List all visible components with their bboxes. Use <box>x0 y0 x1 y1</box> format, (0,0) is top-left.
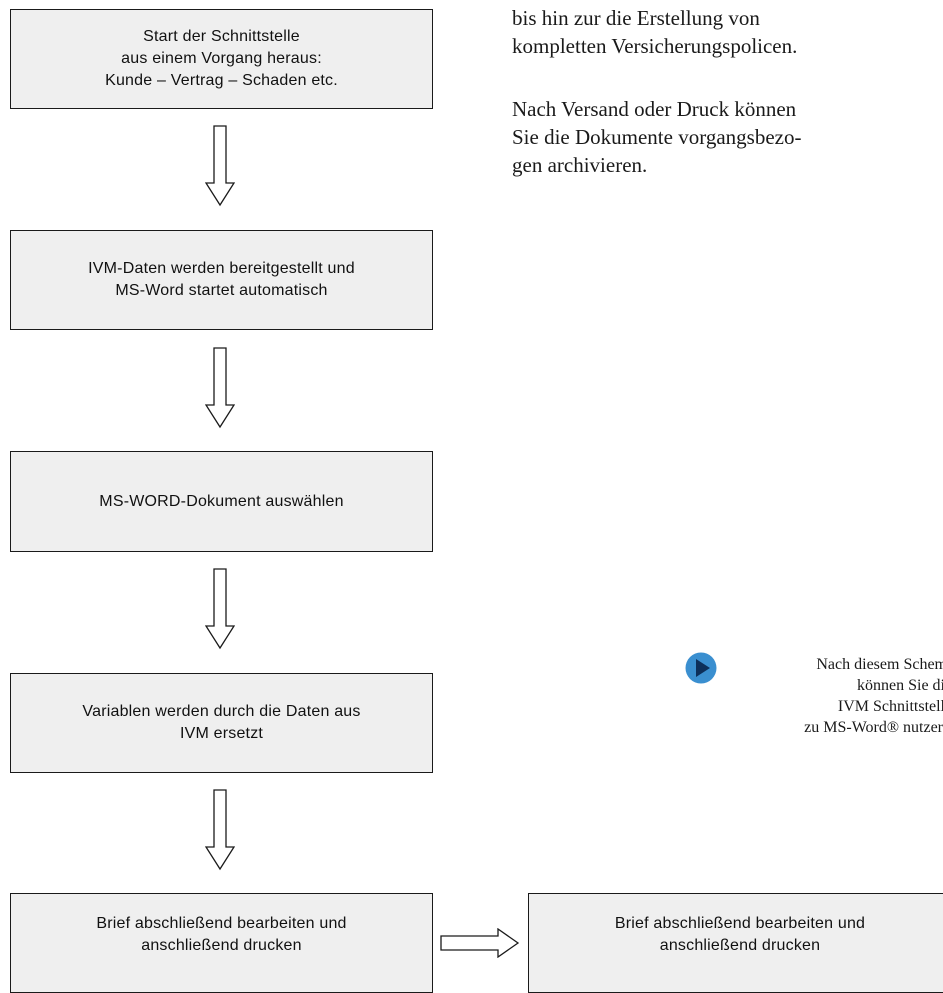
flow-step-select-document: MS-WORD-Dokument auswählen <box>10 451 433 552</box>
archive-paragraph: Nach Versand oder Druck können Sie die D… <box>512 95 943 179</box>
text-line: kompletten Versicherungspolicen. <box>512 34 798 58</box>
down-arrow-icon <box>205 568 235 650</box>
text-line: Sie die Dokumente vorgangsbezo- <box>512 125 802 149</box>
step-line: Brief abschließend bearbeiten und <box>96 915 347 932</box>
right-arrow-icon <box>440 928 520 958</box>
play-icon <box>685 652 717 684</box>
flow-step-provide-data: IVM-Daten werden bereitgestellt und MS-W… <box>10 230 433 330</box>
step-line: Kunde – Vertrag – Schaden etc. <box>105 72 338 89</box>
step-line: anschließend drucken <box>659 937 821 954</box>
schema-note: Nach diesem Schem können Sie di IVM Schn… <box>714 654 943 738</box>
step-line: Brief abschließend bearbeiten und <box>614 915 866 932</box>
step-line: Variablen werden durch die Daten aus <box>82 703 361 720</box>
text-line: gen archivieren. <box>512 153 648 177</box>
down-arrow-icon <box>205 347 235 429</box>
down-arrow-icon <box>205 789 235 871</box>
step-line: MS-WORD-Dokument auswählen <box>99 492 344 510</box>
step-line: MS-Word startet automatisch <box>115 282 328 299</box>
step-line: IVM-Daten werden bereitgestellt und <box>88 260 355 277</box>
text-line: bis hin zur die Erstellung von <box>512 6 760 30</box>
flow-step-replace-variables: Variablen werden durch die Daten aus IVM… <box>10 673 433 773</box>
intro-paragraph: bis hin zur die Erstellung von komplette… <box>512 4 943 60</box>
step-line: Start der Schnittstelle <box>143 28 300 45</box>
note-line: IVM Schnittstell <box>837 698 943 715</box>
flow-step-edit-print: Brief abschließend bearbeiten und anschl… <box>10 893 433 993</box>
note-line: zu MS-Word® nutzer <box>804 719 943 736</box>
down-arrow-icon <box>205 125 235 207</box>
flow-step-edit-print-final: Brief abschließend bearbeiten und anschl… <box>528 893 943 993</box>
note-line: können Sie di <box>857 677 943 694</box>
step-line: IVM ersetzt <box>179 725 264 742</box>
step-line: anschließend drucken <box>141 937 302 954</box>
step-line: aus einem Vorgang heraus: <box>121 50 322 67</box>
text-line: Nach Versand oder Druck können <box>512 97 797 121</box>
note-line: Nach diesem Schem <box>816 656 943 673</box>
flow-step-start: Start der Schnittstelle aus einem Vorgan… <box>10 9 433 109</box>
